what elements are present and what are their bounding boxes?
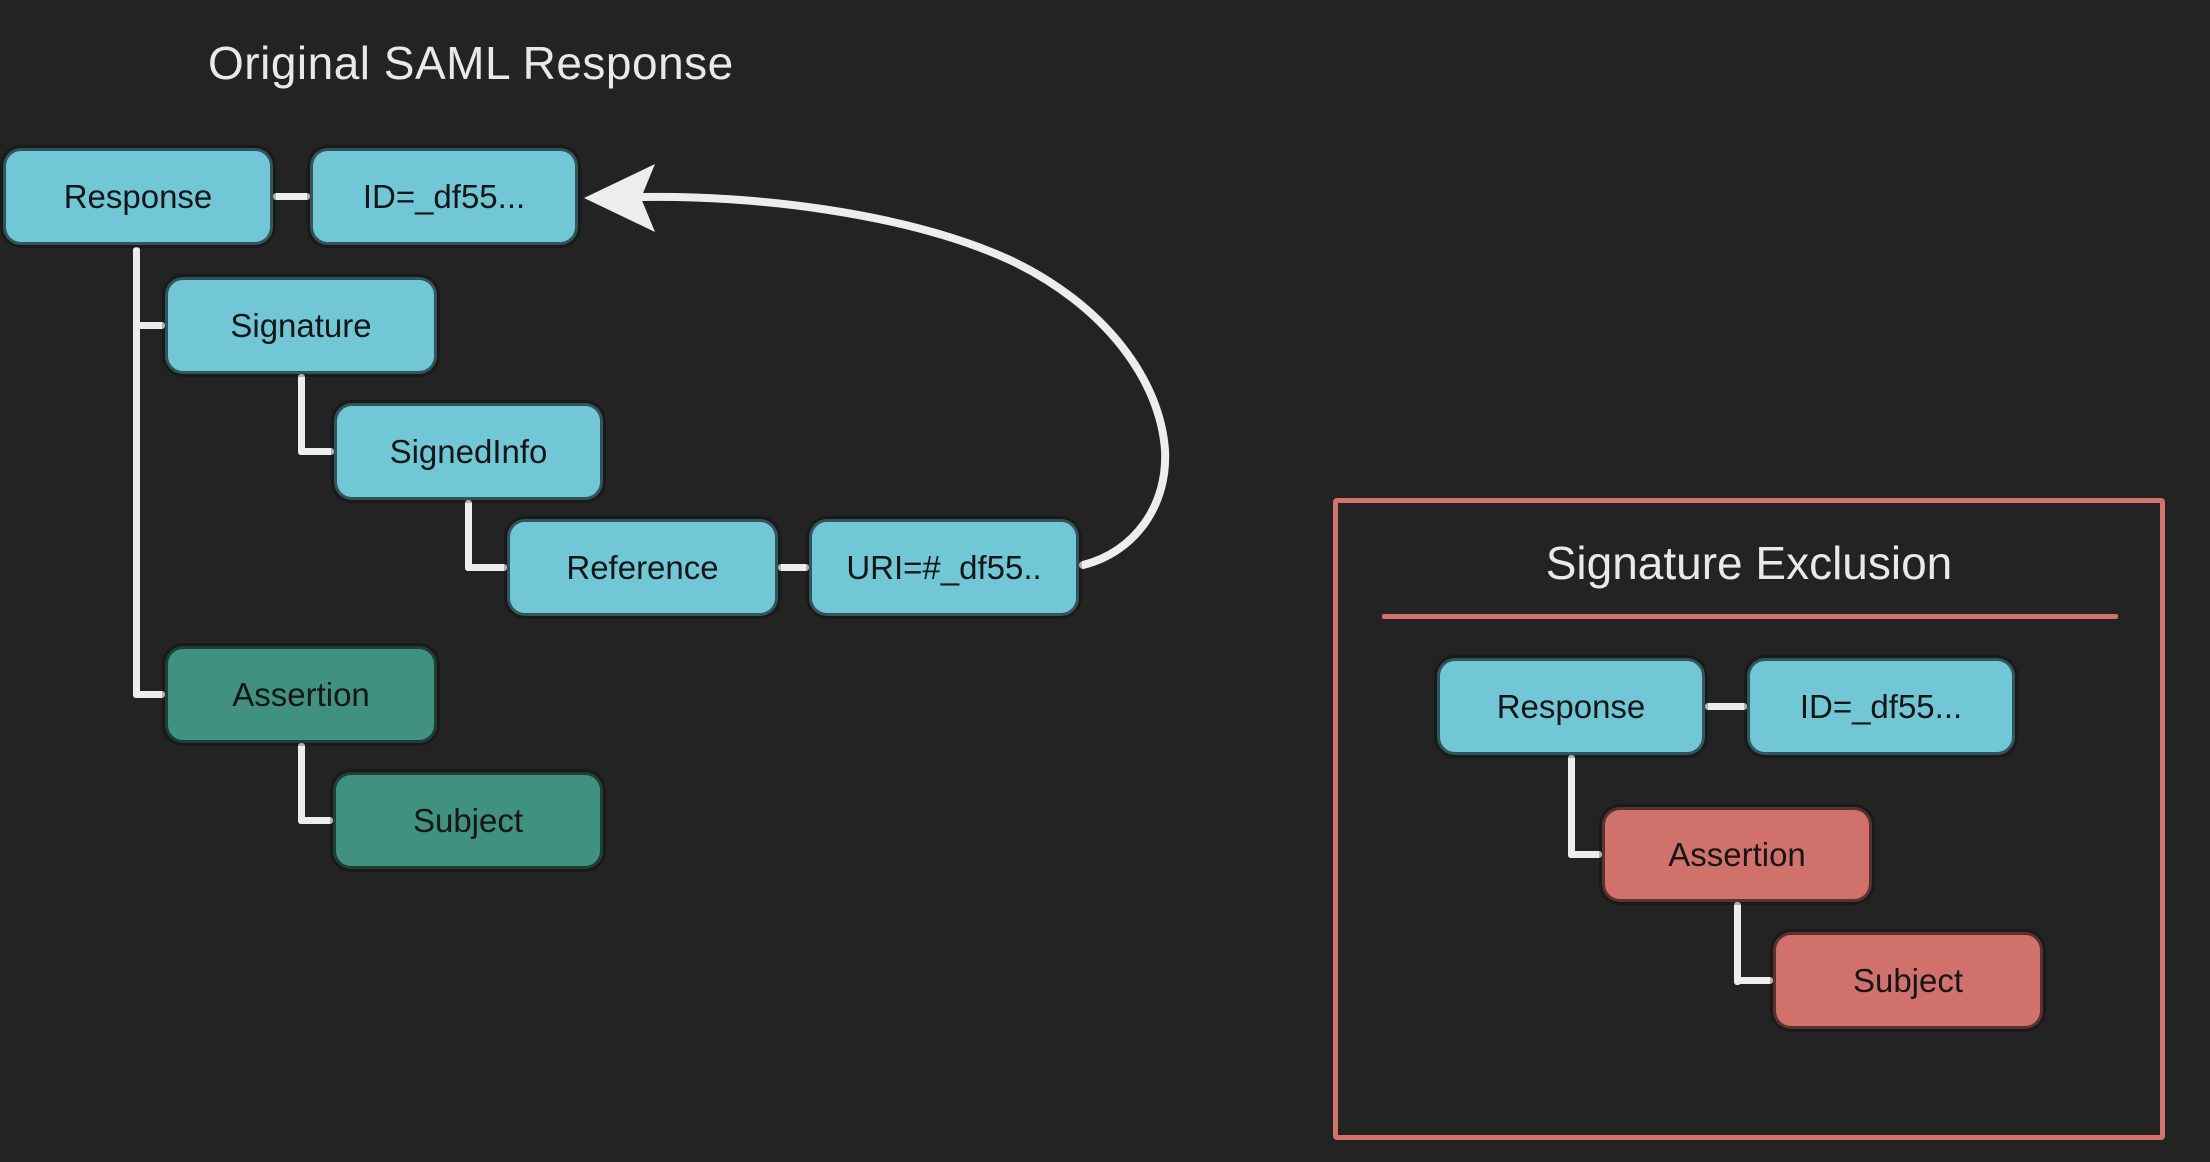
connector-response-assertion-right xyxy=(1568,851,1602,858)
connector-branch-assertion xyxy=(133,691,165,698)
node-assertion-excluded: Assertion xyxy=(1602,807,1872,902)
reference-arrow-curve xyxy=(638,192,1170,569)
node-subject: Subject xyxy=(333,772,603,869)
connector-signature-signedinfo xyxy=(298,448,334,455)
node-uri-attribute: URI=#_df55.. xyxy=(809,519,1079,616)
node-signedinfo: SignedInfo xyxy=(334,403,603,500)
connector-signedinfo-down xyxy=(465,500,472,571)
node-id-attribute-excluded: ID=_df55... xyxy=(1747,658,2015,755)
node-subject-excluded: Subject xyxy=(1773,932,2043,1029)
node-reference: Reference xyxy=(507,519,778,616)
connector-assertion-subject xyxy=(298,817,333,824)
connector-signature-down xyxy=(298,374,305,455)
connector-signedinfo-reference xyxy=(465,564,507,571)
connector-branch-signature xyxy=(133,322,165,329)
connector-assertion-subject-right xyxy=(1734,977,1773,984)
connector-assertion-down xyxy=(298,743,305,824)
connector-response-trunk xyxy=(133,247,140,698)
left-diagram-title: Original SAML Response xyxy=(208,37,734,89)
signature-exclusion-title: Signature Exclusion xyxy=(1545,537,1953,589)
connector-reference-uri xyxy=(778,564,809,571)
node-signature: Signature xyxy=(165,277,437,374)
signature-exclusion-panel xyxy=(1333,498,2165,1140)
panel-title-divider xyxy=(1382,614,2118,619)
node-response-excluded: Response xyxy=(1437,658,1705,755)
connector-assertion-down-right xyxy=(1734,902,1741,985)
node-id-attribute: ID=_df55... xyxy=(310,148,578,245)
connector-response-id xyxy=(273,193,310,200)
node-assertion: Assertion xyxy=(165,646,437,743)
node-response: Response xyxy=(3,148,273,245)
reference-arrowhead-icon xyxy=(584,164,655,232)
connector-response-down-right xyxy=(1568,755,1575,858)
connector-response-id-right xyxy=(1705,703,1747,710)
